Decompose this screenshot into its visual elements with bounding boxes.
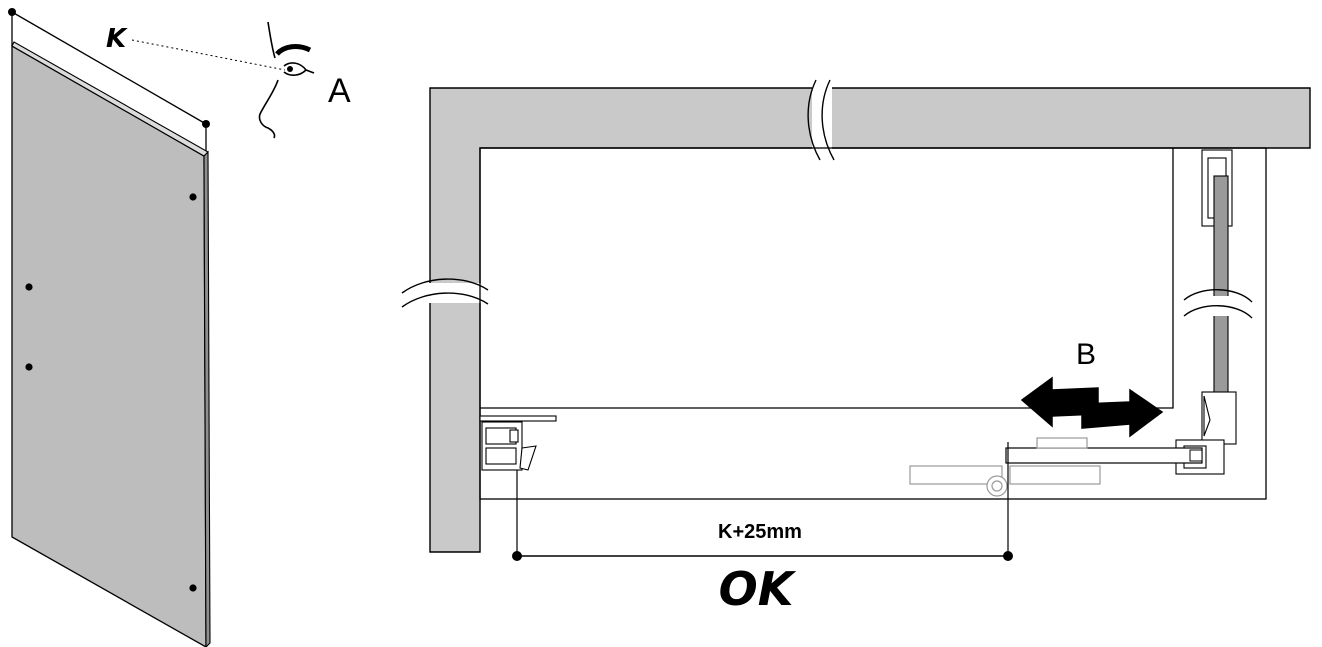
ok-label: OK [719, 562, 797, 616]
door-hardware [909, 437, 1101, 497]
top-view-assembly: B K+25mm OK [401, 79, 1311, 616]
k25-dimension-end-left [512, 551, 522, 561]
glass-panel-side-edge [203, 150, 211, 647]
panel-hole [25, 283, 33, 291]
sight-line [131, 39, 286, 71]
k25-dimension-end-right [1003, 551, 1013, 561]
panel-break-right [1183, 289, 1253, 319]
panel-hole [189, 193, 197, 201]
k-label: K [106, 24, 128, 54]
panel-hole [189, 584, 197, 592]
k25-dimension [512, 442, 1013, 561]
wall-section [429, 87, 1311, 553]
label-b: B [1076, 338, 1096, 371]
k-dimension-line [11, 11, 207, 125]
wall-profile-left [479, 415, 557, 471]
sliding-door-end [1189, 449, 1203, 462]
wall-break-left [401, 278, 489, 308]
label-a: A [328, 72, 351, 110]
k25-label: K+25mm [718, 521, 802, 543]
sliding-door-glass [1005, 447, 1203, 464]
panel-hole [25, 363, 33, 371]
glass-panel-view: K A [8, 8, 351, 647]
shower-tray-outline [479, 147, 1267, 500]
glass-line [480, 148, 1174, 409]
eye-icon [258, 21, 315, 139]
slide-direction-arrow [1020, 376, 1164, 438]
wall-break-top [807, 79, 835, 161]
